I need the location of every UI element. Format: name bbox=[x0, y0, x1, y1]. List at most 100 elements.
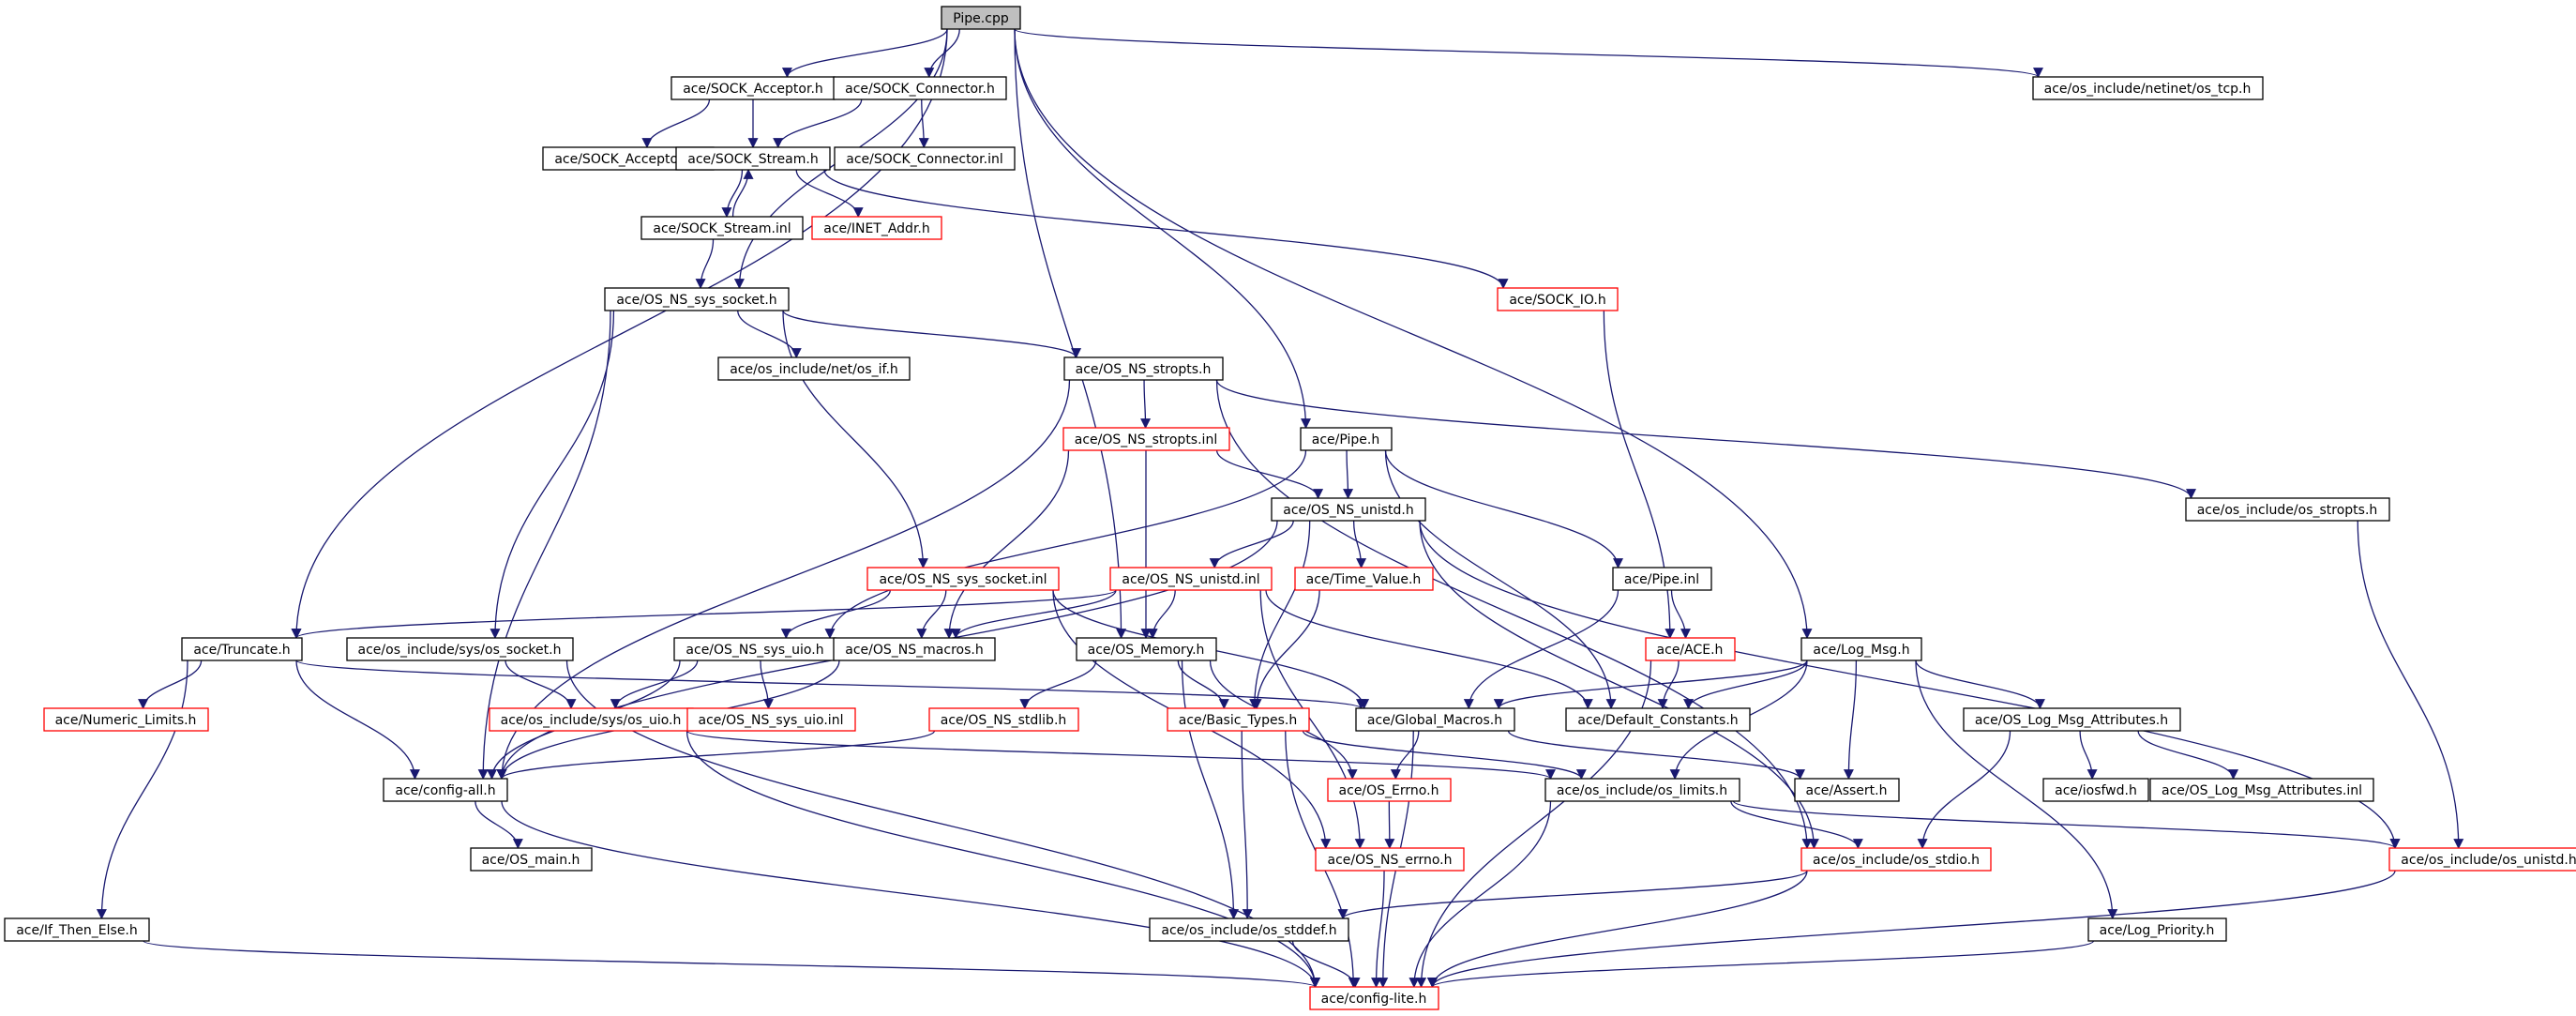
node-os-log-msg-attributes-inl[interactable]: ace/OS_Log_Msg_Attributes.inl bbox=[2149, 778, 2374, 802]
edge-pipe-inl-to-ace-h bbox=[1670, 589, 1691, 640]
node-time-value-h[interactable]: ace/Time_Value.h bbox=[1294, 567, 1434, 591]
node-os-main-h[interactable]: ace/OS_main.h bbox=[470, 847, 593, 872]
node-box bbox=[640, 216, 804, 240]
node-label: ace/SOCK_Acceptor.h bbox=[683, 82, 823, 97]
node-os-ns-macros-h[interactable]: ace/OS_NS_macros.h bbox=[833, 637, 996, 661]
edge-log-msg-h-to-os-log-msg-attributes-h bbox=[1915, 660, 2045, 710]
node-os-ns-sys-uio-h[interactable]: ace/OS_NS_sys_uio.h bbox=[673, 637, 836, 661]
node-log-msg-h[interactable]: ace/Log_Msg.h bbox=[1800, 637, 1922, 661]
node-box bbox=[1645, 637, 1736, 661]
node-log-priority-h[interactable]: ace/Log_Priority.h bbox=[2087, 917, 2227, 942]
node-os-stdio-h[interactable]: ace/os_include/os_stdio.h bbox=[1800, 847, 1992, 872]
node-os-tcp-h[interactable]: ace/os_include/netinet/os_tcp.h bbox=[2032, 76, 2264, 100]
edge-os-stropts-h-to-os-unistd-h bbox=[2357, 520, 2464, 850]
node-os-if-h[interactable]: ace/os_include/net/os_if.h bbox=[717, 356, 911, 381]
edge-pipe-cpp-to-os-tcp-h bbox=[1014, 28, 2043, 79]
node-global-macros-h[interactable]: ace/Global_Macros.h bbox=[1355, 707, 1515, 732]
node-pipe-cpp[interactable]: Pipe.cpp bbox=[941, 6, 1021, 30]
node-label: ace/Numeric_Limits.h bbox=[55, 713, 197, 728]
node-label: ace/OS_Log_Msg_Attributes.h bbox=[1975, 713, 2168, 728]
node-label: ace/SOCK_Connector.h bbox=[845, 82, 995, 97]
edge-os-uio-h-to-config-lite-h bbox=[685, 730, 1320, 989]
node-label: ace/OS_NS_macros.h bbox=[845, 643, 983, 658]
node-if-then-else-h[interactable]: ace/If_Then_Else.h bbox=[4, 917, 150, 942]
node-truncate-h[interactable]: ace/Truncate.h bbox=[181, 637, 303, 661]
edge-config-all-h-to-os-main-h bbox=[475, 800, 523, 850]
edge-log-priority-h-to-config-lite-h bbox=[1427, 940, 2095, 989]
node-sock-stream-inl[interactable]: ace/SOCK_Stream.inl bbox=[640, 216, 804, 240]
node-os-ns-unistd-h[interactable]: ace/OS_NS_unistd.h bbox=[1271, 497, 1426, 522]
edge-truncate-h-to-global-macros-h bbox=[295, 660, 1366, 710]
node-os-ns-sys-uio-inl[interactable]: ace/OS_NS_sys_uio.inl bbox=[686, 707, 856, 732]
node-label: ace/config-all.h bbox=[395, 783, 495, 798]
edge-os-limits-h-to-config-lite-h bbox=[1409, 800, 1552, 989]
node-sock-connector-h[interactable]: ace/SOCK_Connector.h bbox=[833, 76, 1007, 100]
node-os-ns-errno-h[interactable]: ace/OS_NS_errno.h bbox=[1315, 847, 1465, 872]
edge-truncate-h-to-if-then-else-h bbox=[96, 660, 188, 920]
node-box bbox=[346, 637, 574, 661]
node-sock-io-h[interactable]: ace/SOCK_IO.h bbox=[1497, 287, 1619, 311]
node-box bbox=[4, 917, 150, 942]
node-assert-h[interactable]: ace/Assert.h bbox=[1794, 778, 1900, 802]
edge-sock-connector-h-to-sock-connector-inl bbox=[918, 99, 929, 149]
node-os-ns-sys-socket-h[interactable]: ace/OS_NS_sys_socket.h bbox=[604, 287, 790, 311]
node-label: ace/SOCK_IO.h bbox=[1509, 293, 1605, 308]
node-os-ns-stropts-inl[interactable]: ace/OS_NS_stropts.inl bbox=[1062, 427, 1230, 451]
node-os-stddef-h[interactable]: ace/os_include/os_stddef.h bbox=[1149, 917, 1349, 942]
edge-truncate-h-to-numeric-limits-h bbox=[138, 660, 203, 710]
node-box bbox=[2185, 497, 2390, 522]
edge-log-msg-h-to-log-priority-h bbox=[1915, 660, 2118, 920]
node-label: ace/OS_NS_stropts.h bbox=[1076, 362, 1212, 377]
edge-os-memory-h-to-os-ns-stdlib-h bbox=[1019, 660, 1097, 710]
edge-os-limits-h-to-os-unistd-h bbox=[1732, 800, 2401, 850]
node-layer: Pipe.cpp ace/SOCK_Acceptor.h ace/SOCK_Conn… bbox=[4, 6, 2576, 1010]
edge-pipe-inl-to-global-macros-h bbox=[1463, 589, 1619, 710]
node-config-all-h[interactable]: ace/config-all.h bbox=[383, 778, 508, 802]
node-sock-connector-inl[interactable]: ace/SOCK_Connector.inl bbox=[834, 146, 1016, 171]
node-inet-addr-h[interactable]: ace/INET_Addr.h bbox=[811, 216, 942, 240]
node-os-memory-h[interactable]: ace/OS_Memory.h bbox=[1076, 637, 1217, 661]
node-config-lite-h[interactable]: ace/config-lite.h bbox=[1309, 986, 1439, 1010]
edge-pipe-h-to-pipe-inl bbox=[1384, 449, 1623, 569]
node-os-ns-stdlib-h[interactable]: ace/OS_NS_stdlib.h bbox=[928, 707, 1079, 732]
node-basic-types-h[interactable]: ace/Basic_Types.h bbox=[1167, 707, 1310, 732]
edge-time-value-h-to-basic-types-h bbox=[1251, 589, 1320, 710]
node-label: ace/os_include/sys/os_uio.h bbox=[501, 713, 682, 728]
node-numeric-limits-h[interactable]: ace/Numeric_Limits.h bbox=[43, 707, 209, 732]
node-label: ace/Global_Macros.h bbox=[1367, 713, 1502, 728]
node-os-ns-stropts-h[interactable]: ace/OS_NS_stropts.h bbox=[1063, 356, 1224, 381]
edge-os-ns-unistd-inl-to-truncate-h bbox=[291, 589, 1117, 640]
node-os-unistd-h[interactable]: ace/os_include/os_unistd.h bbox=[2388, 847, 2576, 872]
node-box bbox=[1294, 567, 1434, 591]
node-label: ace/OS_NS_sys_socket.inl bbox=[879, 572, 1047, 587]
node-label: ace/iosfwd.h bbox=[2055, 783, 2137, 798]
node-os-uio-h[interactable]: ace/os_include/sys/os_uio.h bbox=[489, 707, 694, 732]
node-ace-h[interactable]: ace/ACE.h bbox=[1645, 637, 1736, 661]
node-os-ns-unistd-inl[interactable]: ace/OS_NS_unistd.inl bbox=[1109, 567, 1273, 591]
node-box bbox=[43, 707, 209, 732]
edge-os-ns-sys-socket-inl-to-os-ns-macros-h bbox=[916, 589, 947, 640]
edge-basic-types-h-to-os-stddef-h bbox=[1241, 730, 1253, 920]
node-iosfwd-h[interactable]: ace/iosfwd.h bbox=[2042, 778, 2149, 802]
node-os-log-msg-attributes-h[interactable]: ace/OS_Log_Msg_Attributes.h bbox=[1963, 707, 2181, 732]
edge-pipe-cpp-to-os-memory-h bbox=[1014, 28, 1127, 640]
node-os-socket-h[interactable]: ace/os_include/sys/os_socket.h bbox=[346, 637, 574, 661]
edge-os-ns-stropts-h-to-os-stropts-h bbox=[1215, 379, 2196, 500]
node-pipe-h[interactable]: ace/Pipe.h bbox=[1300, 427, 1393, 451]
node-sock-acceptor-h[interactable]: ace/SOCK_Acceptor.h bbox=[670, 76, 836, 100]
node-os-errno-h[interactable]: ace/OS_Errno.h bbox=[1327, 778, 1452, 802]
edge-ace-h-to-default-constants-h bbox=[1657, 660, 1680, 710]
node-box bbox=[1355, 707, 1515, 732]
node-box bbox=[1327, 778, 1452, 802]
edge-config-all-h-to-config-lite-h bbox=[501, 800, 1320, 989]
edge-log-msg-h-to-default-constants-h bbox=[1683, 660, 1808, 710]
node-os-ns-sys-socket-inl[interactable]: ace/OS_NS_sys_socket.inl bbox=[866, 567, 1060, 591]
node-pipe-inl[interactable]: ace/Pipe.inl bbox=[1612, 567, 1712, 591]
edge-sock-connector-h-to-sock-stream-h bbox=[773, 99, 863, 149]
node-default-constants-h[interactable]: ace/Default_Constants.h bbox=[1565, 707, 1751, 732]
node-os-limits-h[interactable]: ace/os_include/os_limits.h bbox=[1544, 778, 1740, 802]
edge-os-ns-unistd-h-to-os-ns-unistd-inl bbox=[1209, 520, 1294, 569]
node-os-stropts-h[interactable]: ace/os_include/os_stropts.h bbox=[2185, 497, 2390, 522]
node-sock-stream-h[interactable]: ace/SOCK_Stream.h bbox=[675, 146, 831, 171]
edge-os-errno-h-to-os-ns-errno-h bbox=[1384, 800, 1395, 850]
